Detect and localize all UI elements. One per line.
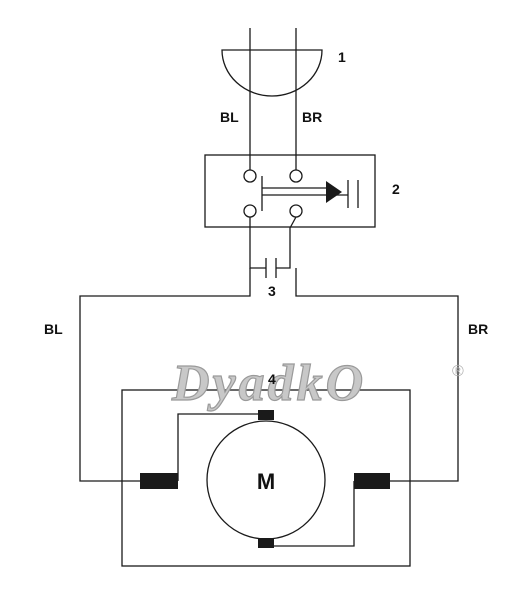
label-bl-side: BL	[44, 321, 63, 337]
watermark-logo: DyadkO	[171, 355, 366, 412]
label-br-side: BR	[468, 321, 488, 337]
brush-wire-right	[266, 481, 355, 547]
component-3-capacitor	[249, 216, 297, 278]
label-bl-top: BL	[220, 109, 239, 125]
switch-terminal-tl	[243, 169, 257, 183]
wire-br-loop	[295, 268, 459, 482]
callout-3: 3	[268, 283, 276, 299]
component-1-dome	[221, 49, 323, 97]
switch-terminal-bl	[243, 204, 257, 218]
component-2-switch-box	[204, 154, 376, 228]
brush-top	[258, 410, 274, 420]
callout-2: 2	[392, 181, 400, 197]
motor-circle	[206, 420, 326, 540]
brush-left	[140, 473, 178, 489]
callout-4: 4	[268, 371, 276, 387]
wire-bl-loop	[79, 268, 251, 482]
switch-terminal-br	[289, 204, 303, 218]
brush-bottom	[258, 538, 274, 548]
callout-1: 1	[338, 49, 346, 65]
watermark-registered: ®	[452, 363, 464, 380]
switch-actuator	[261, 176, 359, 211]
label-br-top: BR	[302, 109, 322, 125]
component-4-housing	[121, 389, 411, 567]
brush-wire-left	[177, 413, 266, 481]
motor-symbol: M	[257, 469, 275, 494]
brush-right	[354, 473, 390, 489]
switch-terminal-tr	[289, 169, 303, 183]
